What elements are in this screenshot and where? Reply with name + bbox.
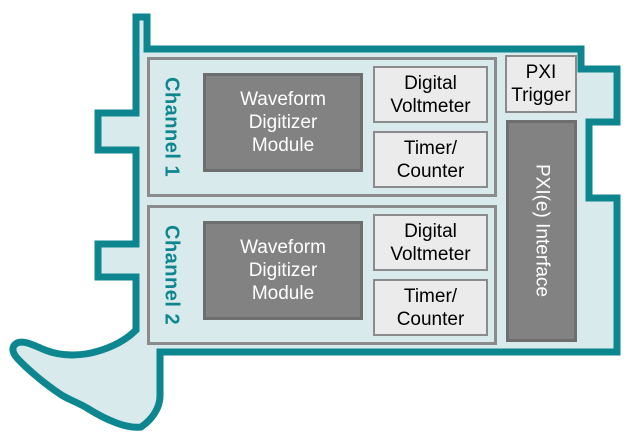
pxie-interface-box: PXI(e) Interface	[506, 120, 577, 342]
timer-counter-2: Timer/ Counter	[373, 279, 488, 336]
pxi-trigger-box: PXI Trigger	[505, 55, 577, 113]
channel-1-label-column: Channel 1	[156, 60, 186, 194]
digital-voltmeter-1: Digital Voltmeter	[373, 66, 488, 123]
channel-2-label-column: Channel 2	[156, 208, 186, 342]
waveform-digitizer-module-1: Waveform Digitizer Module	[203, 73, 363, 172]
pxie-interface-label: PXI(e) Interface	[531, 164, 553, 298]
waveform-digitizer-module-2: Waveform Digitizer Module	[203, 221, 363, 320]
channel-1-label: Channel 1	[160, 76, 183, 178]
channel-2-label: Channel 2	[160, 224, 183, 326]
channel-2-group: Channel 2 Waveform Digitizer Module Digi…	[147, 205, 497, 345]
channel-1-group: Channel 1 Waveform Digitizer Module Digi…	[147, 57, 497, 197]
digital-voltmeter-2: Digital Voltmeter	[373, 214, 488, 271]
timer-counter-1: Timer/ Counter	[373, 131, 488, 188]
